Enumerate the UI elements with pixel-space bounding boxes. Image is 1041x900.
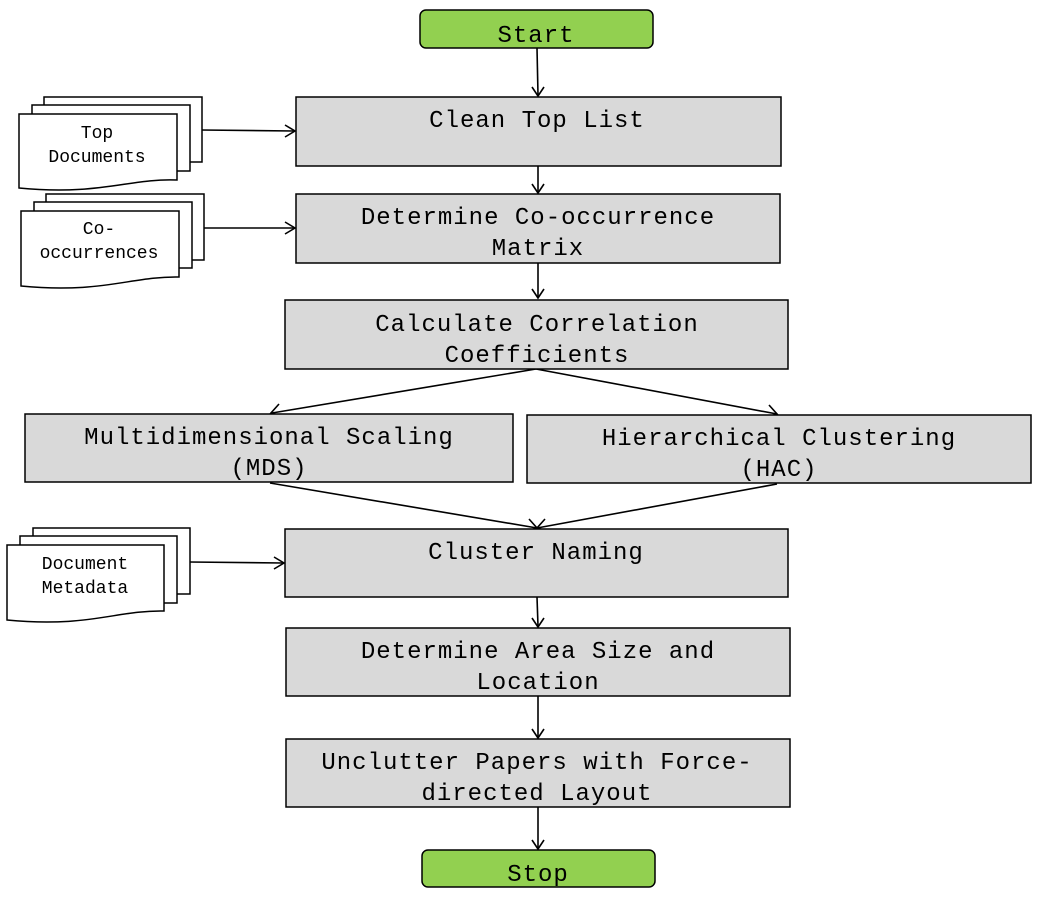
cluster-naming-label: Cluster Naming — [428, 540, 644, 567]
start-label: Start — [497, 23, 574, 50]
area-size-label-line1: Determine Area Size and — [361, 639, 715, 666]
mds-node: Multidimensional Scaling (MDS) — [24, 413, 514, 483]
cluster-naming-node: Cluster Naming — [284, 528, 789, 598]
edge-mds-to-cluster — [269, 482, 538, 529]
hac-node: Hierarchical Clustering (HAC) — [526, 414, 1032, 484]
determine-cooccurrence-label-line2: Matrix — [492, 236, 584, 263]
unclutter-label-line2: directed Layout — [421, 781, 652, 808]
edge-hac-to-cluster — [536, 483, 778, 529]
edge-metadata-to-cluster — [188, 561, 284, 564]
edge-topdocs-to-clean — [200, 129, 295, 132]
arrowhead — [531, 617, 545, 629]
area-size-label-line2: Location — [476, 670, 599, 697]
edge-correlation-to-hac — [535, 368, 778, 415]
edges — [188, 47, 779, 851]
document-metadata-label-line1: Document — [42, 555, 128, 575]
hac-label-line2: (HAC) — [740, 457, 817, 484]
arrowhead — [284, 124, 297, 138]
document-metadata-label-line2: Metadata — [42, 579, 129, 599]
edge-cluster-to-area — [536, 596, 539, 627]
arrowhead — [273, 556, 286, 570]
mds-label-line1: Multidimensional Scaling — [84, 425, 454, 452]
arrowhead — [531, 183, 545, 195]
area-size-node: Determine Area Size and Location — [285, 627, 791, 697]
arrowhead — [284, 221, 297, 235]
cooccurrences-label-line2: occurrences — [40, 244, 159, 264]
calculate-correlation-label-line2: Coefficients — [445, 343, 630, 370]
start-node: Start — [419, 9, 654, 50]
cooccurrences-label-line1: Co- — [83, 220, 115, 240]
top-documents-node: Top Documents — [18, 96, 203, 191]
edge-start-to-clean — [536, 47, 539, 96]
arrowhead — [531, 288, 545, 300]
clean-top-list-node: Clean Top List — [295, 96, 782, 167]
arrowhead — [531, 86, 545, 98]
clean-top-list-label: Clean Top List — [429, 108, 645, 135]
document-metadata-node: Document Metadata — [6, 527, 191, 623]
unclutter-node: Unclutter Papers with Force- directed La… — [285, 738, 791, 808]
calculate-correlation-node: Calculate Correlation Coefficients — [284, 299, 789, 370]
top-documents-label-line2: Documents — [48, 148, 145, 168]
arrowhead — [531, 839, 545, 851]
top-documents-label-line1: Top — [81, 124, 113, 144]
unclutter-label-line1: Unclutter Papers with Force- — [321, 750, 752, 777]
determine-cooccurrence-node: Determine Co-occurrence Matrix — [295, 193, 781, 264]
stop-label: Stop — [507, 862, 569, 889]
mds-label-line2: (MDS) — [230, 456, 307, 483]
hac-label-line1: Hierarchical Clustering — [602, 426, 956, 453]
edge-correlation-to-mds — [271, 368, 537, 414]
stop-node: Stop — [421, 849, 656, 889]
arrowhead — [531, 728, 545, 740]
calculate-correlation-label-line1: Calculate Correlation — [375, 312, 698, 339]
cooccurrences-node: Co- occurrences — [20, 193, 205, 289]
determine-cooccurrence-label-line1: Determine Co-occurrence — [361, 205, 715, 232]
